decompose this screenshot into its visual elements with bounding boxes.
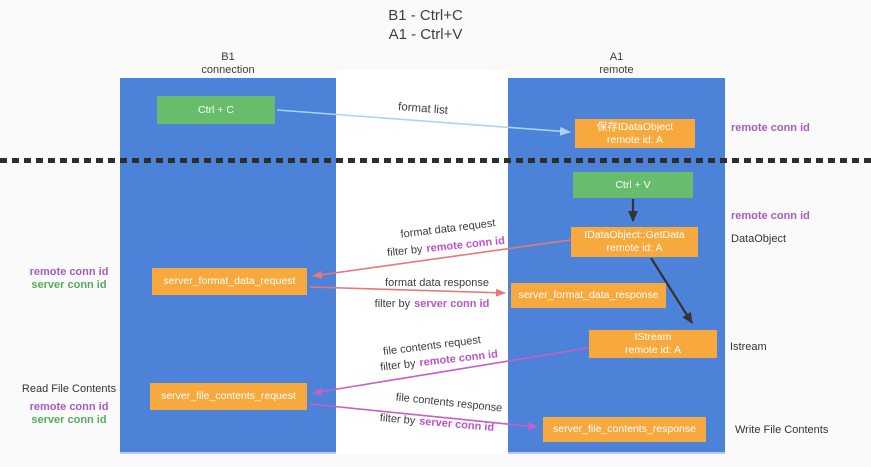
remote-conn-id-label-left-2: remote conn id [29,401,109,413]
server-file-contents-request-label: server_file_contents_request [161,390,296,402]
column-header-a1: A1 remote [508,51,725,77]
server-file-contents-request-box: server_file_contents_request [150,383,307,410]
ctrl-v-label: Ctrl + V [615,178,651,191]
remote-conn-id-label-mid-right: remote conn id [731,210,810,222]
istream-line1: IStream [634,331,672,343]
format-data-response-label: format data response [385,277,489,289]
server-conn-id-label-left-1: server conn id [31,279,107,291]
server-format-data-request-label: server_format_data_request [163,275,296,287]
write-file-contents-label: Write File Contents [735,424,829,436]
remote-conn-id-label-top-right: remote conn id [731,122,810,134]
ctrl-c-box: Ctrl + C [157,96,275,124]
column-b1-name: B1 [221,51,235,63]
istream-box: IStream remote id: A [589,330,717,358]
filter-by-prefix: filter by [374,298,411,310]
save-idataobject-line1: 保存IDataObject [596,120,674,133]
dataobject-label: DataObject [731,233,787,245]
save-idataobject-box: 保存IDataObject remote id: A [575,119,695,148]
istream-line2: remote id: A [624,344,682,356]
column-a1-role: remote [599,64,634,76]
server-format-data-response-box: server_format_data_response [511,283,666,308]
server-conn-id-highlight: server conn id [414,298,490,310]
left-conn-id-stack-2: remote conn id server conn id [8,401,130,427]
save-idataobject-line2: remote id: A [606,133,664,146]
remote-conn-id-label-left-1: remote conn id [29,266,109,278]
machine-boundary-dashed-line [0,158,871,163]
diagram-title: B1 - Ctrl+C A1 - Ctrl+V [283,6,568,44]
read-file-contents-label: Read File Contents [21,383,117,395]
column-b1-role: connection [201,64,255,76]
ctrl-c-label: Ctrl + C [198,103,234,116]
column-header-b1: B1 connection [120,51,336,77]
idataobject-getdata-box: IDataObject::GetData remote id: A [571,227,698,257]
server-format-data-response-label: server_format_data_response [518,289,659,301]
title-line-2: A1 - Ctrl+V [388,26,463,43]
getdata-line2: remote id: A [606,242,663,254]
getdata-line1: IDataObject::GetData [584,229,685,241]
server-conn-id-label-left-2: server conn id [31,414,107,426]
ctrl-v-box: Ctrl + V [573,172,693,198]
server-file-contents-response-box: server_file_contents_response [543,417,706,442]
server-format-data-request-box: server_format_data_request [152,268,307,295]
server-file-contents-response-label: server_file_contents_response [552,423,696,435]
istream-side-label: Istream [730,341,767,353]
column-a1-name: A1 [609,51,624,63]
left-conn-id-stack-1: remote conn id server conn id [8,266,130,292]
title-line-1: B1 - Ctrl+C [388,7,463,24]
read-file-contents-block: Read File Contents [8,383,130,396]
